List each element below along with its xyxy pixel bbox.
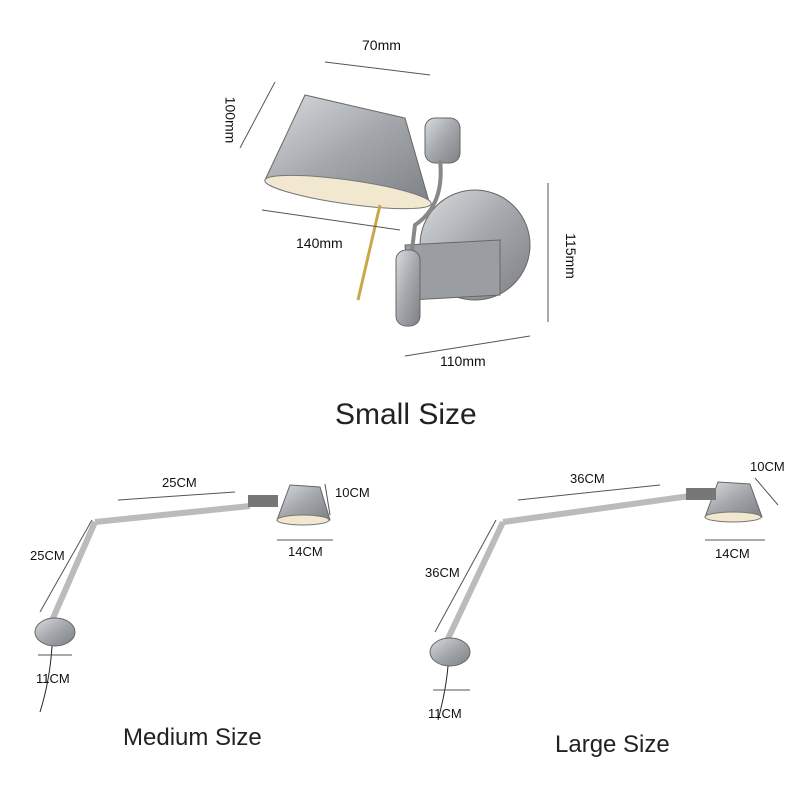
large-size-title: Large Size (555, 731, 670, 758)
small-lamp (264, 94, 531, 327)
small-size-title: Small Size (335, 398, 477, 431)
large-upper-arm-dim: 36CM (570, 471, 605, 486)
medium-shade-height-dim: 10CM (335, 485, 370, 500)
small-plate-height-dim: 115mm (562, 233, 579, 279)
small-shade-top-dim: 70mm (362, 37, 401, 53)
large-lamp (429, 481, 763, 721)
medium-upper-arm-dim: 25CM (162, 475, 197, 490)
large-dimension-lines (433, 477, 779, 691)
small-shade-height-dim: 100mm (222, 96, 239, 144)
medium-shade-width-dim: 14CM (288, 544, 323, 559)
medium-lower-arm-dim: 25CM (30, 548, 65, 563)
large-shade-height-dim: 10CM (750, 459, 785, 474)
large-base-dim: 11CM (428, 706, 462, 721)
medium-base-dim: 11CM (36, 671, 70, 686)
small-dimension-lines (239, 61, 549, 357)
small-plate-depth-dim: 110mm (440, 353, 486, 369)
large-shade-width-dim: 14CM (715, 546, 750, 561)
large-lower-arm-dim: 36CM (425, 565, 460, 580)
medium-size-title: Medium Size (123, 724, 262, 751)
medium-lamp (34, 484, 331, 713)
small-reach-dim: 140mm (296, 235, 343, 251)
medium-dimension-lines (38, 483, 333, 656)
